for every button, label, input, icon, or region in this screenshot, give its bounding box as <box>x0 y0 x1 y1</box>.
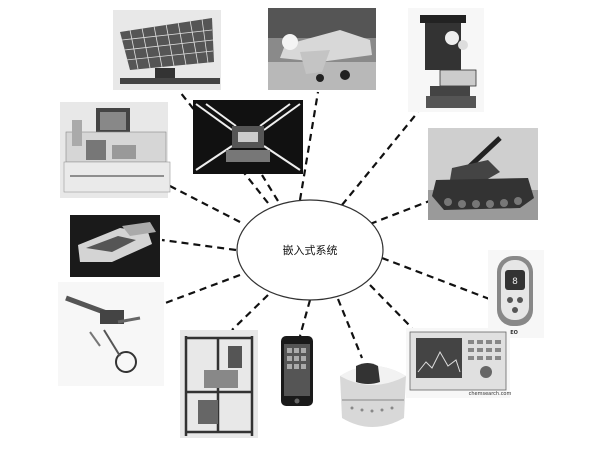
digital-thermometer-image: 8 NEO <box>488 250 544 338</box>
spoke-analyzer <box>369 284 413 329</box>
spoke-speaker <box>336 298 364 359</box>
hub-label: 嵌入式系统 <box>283 244 338 257</box>
fighter-jet-image <box>268 8 376 90</box>
hub-ellipse <box>236 199 384 301</box>
analyzer-caption: chemsearch.com <box>469 391 512 397</box>
industrial-probe-image <box>58 282 164 386</box>
spectrum-analyzer-image: chemsearch.com <box>406 328 511 398</box>
spoke-lab <box>167 184 241 223</box>
spoke-frame <box>231 294 269 331</box>
spoke-jet <box>298 91 320 201</box>
handheld-device-image <box>70 215 160 277</box>
spoke-production <box>261 174 279 202</box>
battle-tank-image <box>428 128 538 220</box>
spoke-theodolite <box>341 111 419 206</box>
spoke-handheld <box>161 238 237 252</box>
theodolite-image <box>408 8 484 112</box>
connector-lines <box>159 91 493 359</box>
spoke-tank <box>369 198 433 226</box>
production-line-image <box>193 100 303 174</box>
spoke-probe <box>159 273 241 307</box>
spoke-thermometer <box>381 256 493 302</box>
smart-speaker-image <box>340 363 406 427</box>
hub-node: 嵌入式系统 <box>236 199 384 301</box>
machine-frame-image <box>180 330 258 438</box>
svg-text:8: 8 <box>512 277 518 287</box>
spoke-smartphone <box>298 299 312 337</box>
lab-instrument-image <box>60 102 171 198</box>
thermometer-brand-label: NEO <box>506 330 518 336</box>
radar-antenna-image <box>113 10 221 90</box>
smartphone-image <box>281 336 313 406</box>
